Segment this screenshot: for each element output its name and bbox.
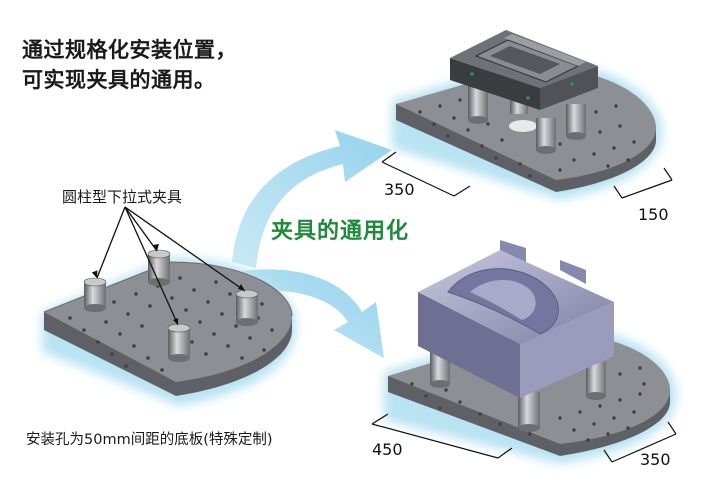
center-title: 夹具的通用化 xyxy=(271,219,410,244)
clamp-label: 圆柱型下拉式夹具 xyxy=(62,188,183,206)
headline-line-2: 可实现夹具的通用。 xyxy=(22,68,216,92)
headline-line-1: 通过规格化安装位置， xyxy=(22,38,237,62)
bottom-dimension-lines xyxy=(371,413,677,463)
dimension-bottom-left: 450 xyxy=(372,440,403,459)
dimension-top-left: 350 xyxy=(384,180,415,199)
dimension-bottom-right: 350 xyxy=(640,450,671,469)
clamp-3 xyxy=(235,289,259,326)
plate-note: 安装孔为50mm间距的底板(特殊定制) xyxy=(26,432,273,448)
clamp-leader-lines xyxy=(96,206,246,326)
left-clamps xyxy=(83,249,259,362)
clamp-4 xyxy=(167,323,191,362)
arrow-to-bottom xyxy=(236,269,384,358)
arrow-to-top xyxy=(232,130,392,268)
top-right-plate xyxy=(392,60,663,200)
dimension-top-right: 150 xyxy=(638,205,669,224)
top-fixture-block xyxy=(450,30,598,110)
clamp-2 xyxy=(147,249,171,286)
bottom-fixture-block xyxy=(418,240,614,398)
top-dimension-lines xyxy=(381,151,673,199)
clamp-1 xyxy=(83,277,107,312)
